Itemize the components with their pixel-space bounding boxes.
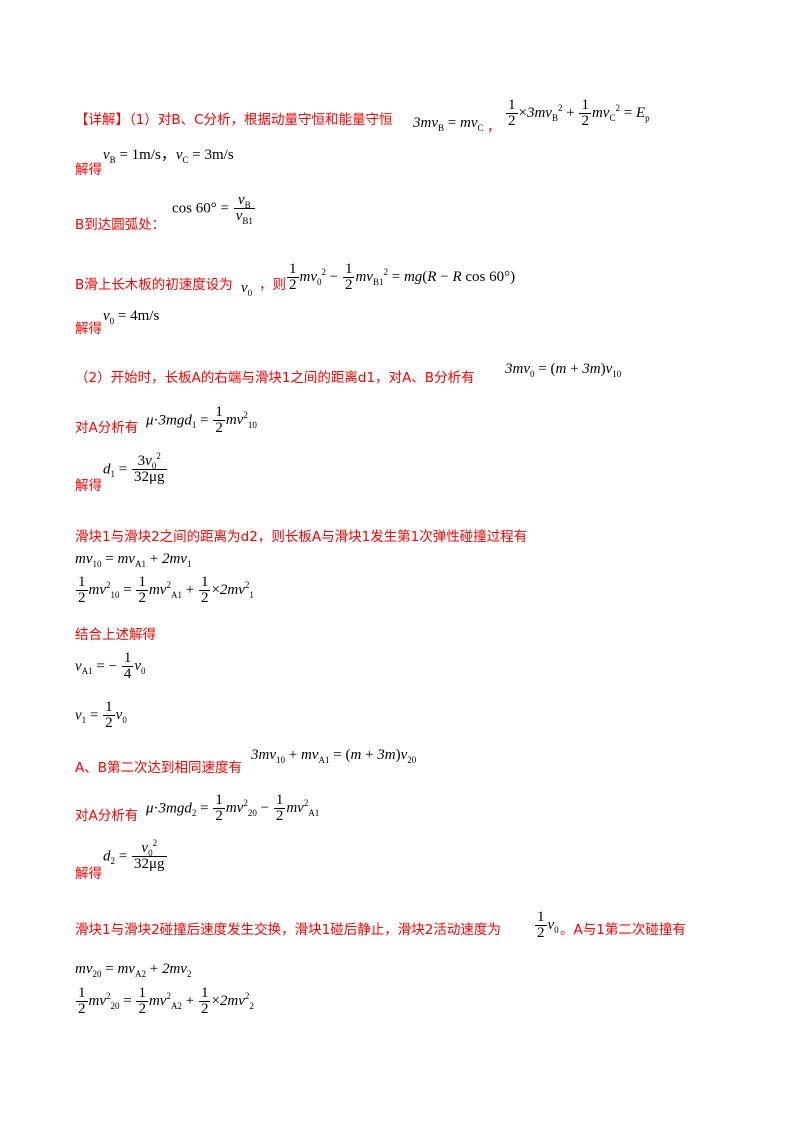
combined-label: 结合上述解得 bbox=[75, 627, 156, 643]
second-same-speed-label: A、B第二次达到相同速度有 bbox=[75, 760, 242, 776]
collision1-label: 滑块1与滑块2之间的距离为d2，则长板A与滑块1发生第1次弹性碰撞过程有 bbox=[75, 529, 528, 545]
solve-label: 解得 bbox=[75, 321, 102, 337]
analysis-a-label-2: 对A分析有 bbox=[75, 808, 139, 824]
eq-v0: v0 = 4m/s bbox=[103, 308, 160, 326]
eq-collision2-momentum: mv20 = mvA2 + 2mv2 bbox=[75, 961, 192, 979]
v0-symbol: v0 bbox=[241, 280, 253, 298]
eq-momentum-ab: 3mv0 = (m + 3m)v10 bbox=[505, 361, 622, 379]
solve-label: 解得 bbox=[75, 478, 102, 494]
solve-label: 解得 bbox=[75, 162, 102, 178]
part2-label: （2）开始时，长板A的右端与滑块1之间的距离d1，对A、B分析有 bbox=[75, 370, 475, 386]
b-initial-speed-label: B滑上长木板的初速度设为 bbox=[75, 277, 233, 293]
solve-label: 解得 bbox=[75, 866, 102, 882]
analysis-a-label: 对A分析有 bbox=[75, 420, 139, 436]
eq-momentum-ab2: 3mv10 + mvA1 = (m + 3m)v20 bbox=[251, 747, 417, 765]
collision2-label: 。A与1第二次碰撞有 bbox=[560, 922, 686, 938]
b-arc-label: B到达圆弧处： bbox=[75, 217, 166, 233]
solution-heading: 【详解】（1）对B、C分析，根据动量守恒和能量守恒 bbox=[75, 112, 393, 128]
eq-vb-vc: vB = 1m/s，vC = 3m/s bbox=[103, 147, 234, 165]
comma: ， bbox=[487, 119, 501, 135]
then-label: ，则 bbox=[259, 277, 286, 293]
swap-label: 滑块1与滑块2碰撞后速度发生交换，滑块1碰后静止，滑块2活动速度为 bbox=[75, 922, 501, 938]
eq-momentum-bc: 3mvB = mvC bbox=[413, 115, 484, 133]
eq-collision1-momentum: mv10 = mvA1 + 2mv1 bbox=[75, 551, 192, 569]
